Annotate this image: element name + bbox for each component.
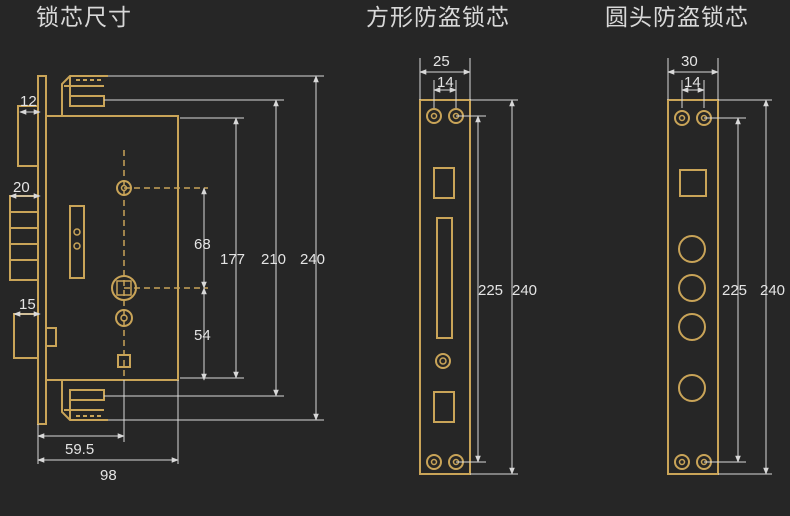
dim-square-inner: 14 [437,74,454,91]
latch-bolt [13,313,39,359]
latch-stub [45,327,57,347]
dim-round-240: 240 [760,282,785,299]
top-latch [61,75,108,116]
dim-54: 54 [194,327,211,344]
inner-slot [69,205,85,279]
lock-body-dimension-lines [9,75,324,464]
lock-faceplate-strip [37,75,47,425]
square-upper-opening [433,167,455,199]
lock-body-drawing [9,75,208,425]
upper-bolt [17,105,39,167]
square-lower-opening [433,391,455,423]
dim-98: 98 [100,467,117,484]
dim-15: 15 [19,296,36,313]
lock-body-dimension-labels: 12 20 15 68 54 177 210 240 59.5 98 [13,93,325,484]
square-plate-dimension-labels: 25 14 225 240 [433,53,537,299]
square-plate-outline [419,99,471,475]
dim-square-width: 25 [433,53,450,70]
lock-case [45,115,179,381]
round-plate-dimension-lines [667,58,772,475]
round-bolt-hole-2 [678,274,706,302]
dim-68: 68 [194,236,211,253]
dim-round-inner: 14 [684,74,701,91]
dim-59-5: 59.5 [65,441,94,458]
round-plate-dimension-labels: 30 14 225 240 [681,53,785,299]
dim-177: 177 [220,251,245,268]
dim-round-225: 225 [722,282,747,299]
round-plate-outline [667,99,719,475]
round-bolt-hole-1 [678,235,706,263]
main-deadbolt [9,195,39,281]
square-deadbolt-slot [436,217,453,339]
round-faceplate-drawing [667,99,719,475]
plate-screw-top-left [426,108,442,124]
dim-square-225: 225 [478,282,503,299]
round-plate-screw-bottom-left [674,454,690,470]
round-bolt-hole-3 [678,313,706,341]
dim-12: 12 [20,93,37,110]
dim-210: 210 [261,251,286,268]
title-round-faceplate: 圆头防盗锁芯 [605,5,749,31]
bottom-latch [61,380,108,421]
plate-screw-bottom-left [426,454,442,470]
dim-240: 240 [300,251,325,268]
dim-square-240: 240 [512,282,537,299]
round-plate-screw-top-left [674,110,690,126]
round-square-opening [679,169,707,197]
dim-round-width: 30 [681,53,698,70]
round-bolt-hole-4 [678,374,706,402]
title-lock-body: 锁芯尺寸 [36,5,132,31]
title-square-faceplate: 方形防盗锁芯 [366,5,510,31]
dim-20: 20 [13,179,30,196]
square-plate-dimension-lines [419,58,518,475]
square-faceplate-drawing [419,99,471,475]
square-cylinder-hole [435,353,451,369]
